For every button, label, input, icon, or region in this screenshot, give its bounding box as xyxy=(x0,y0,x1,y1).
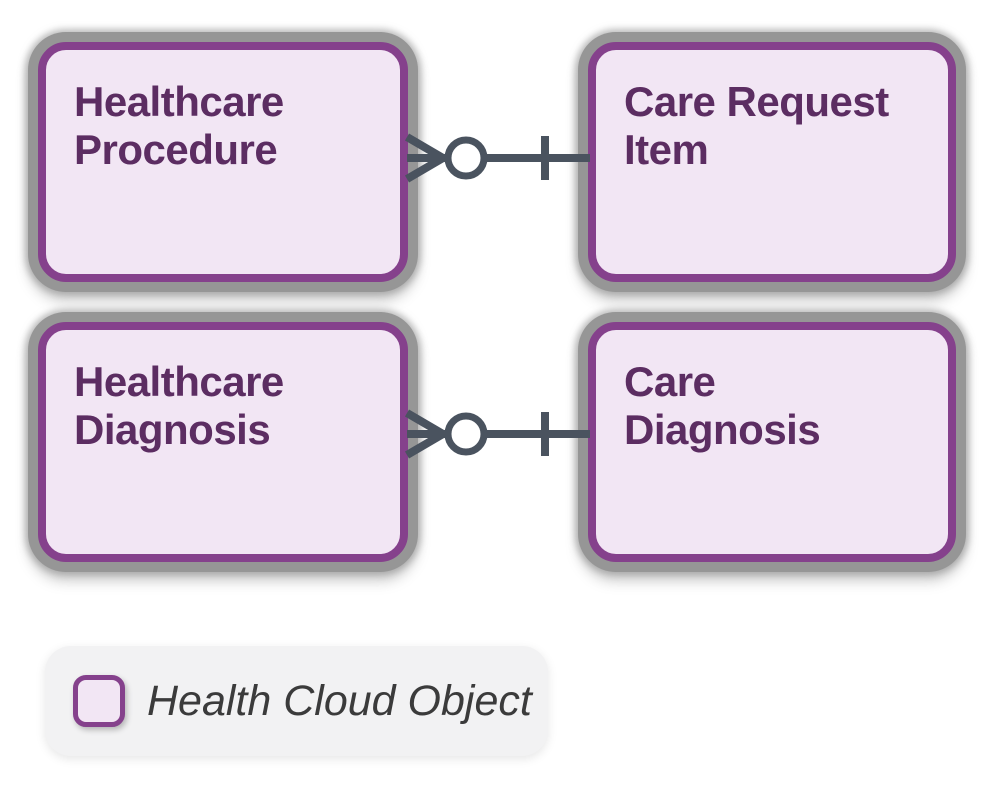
node-label-healthcare-procedure: Healthcare Procedure xyxy=(74,78,284,173)
node-label-care-diagnosis: Care Diagnosis xyxy=(624,358,821,453)
zero-circle-icon xyxy=(444,136,488,180)
node-healthcare-procedure: Healthcare Procedure xyxy=(38,42,408,282)
node-care-diagnosis: Care Diagnosis xyxy=(588,322,956,562)
legend-label: Health Cloud Object xyxy=(147,676,532,725)
node-label-healthcare-diagnosis: Healthcare Diagnosis xyxy=(74,358,284,453)
zero-circle-icon xyxy=(444,412,488,456)
legend: Health Cloud Object xyxy=(45,646,548,756)
node-label-care-request-item: Care Request Item xyxy=(624,78,889,173)
crow-foot-zero-or-many-icon xyxy=(404,409,451,459)
node-care-request-item: Care Request Item xyxy=(588,42,956,282)
relationship-procedure-to-care-request-item xyxy=(404,133,590,183)
relationship-diagnosis-to-care-diagnosis xyxy=(404,409,590,459)
health-cloud-object-swatch xyxy=(73,675,125,727)
crow-foot-zero-or-many-icon xyxy=(404,133,451,183)
node-healthcare-diagnosis: Healthcare Diagnosis xyxy=(38,322,408,562)
